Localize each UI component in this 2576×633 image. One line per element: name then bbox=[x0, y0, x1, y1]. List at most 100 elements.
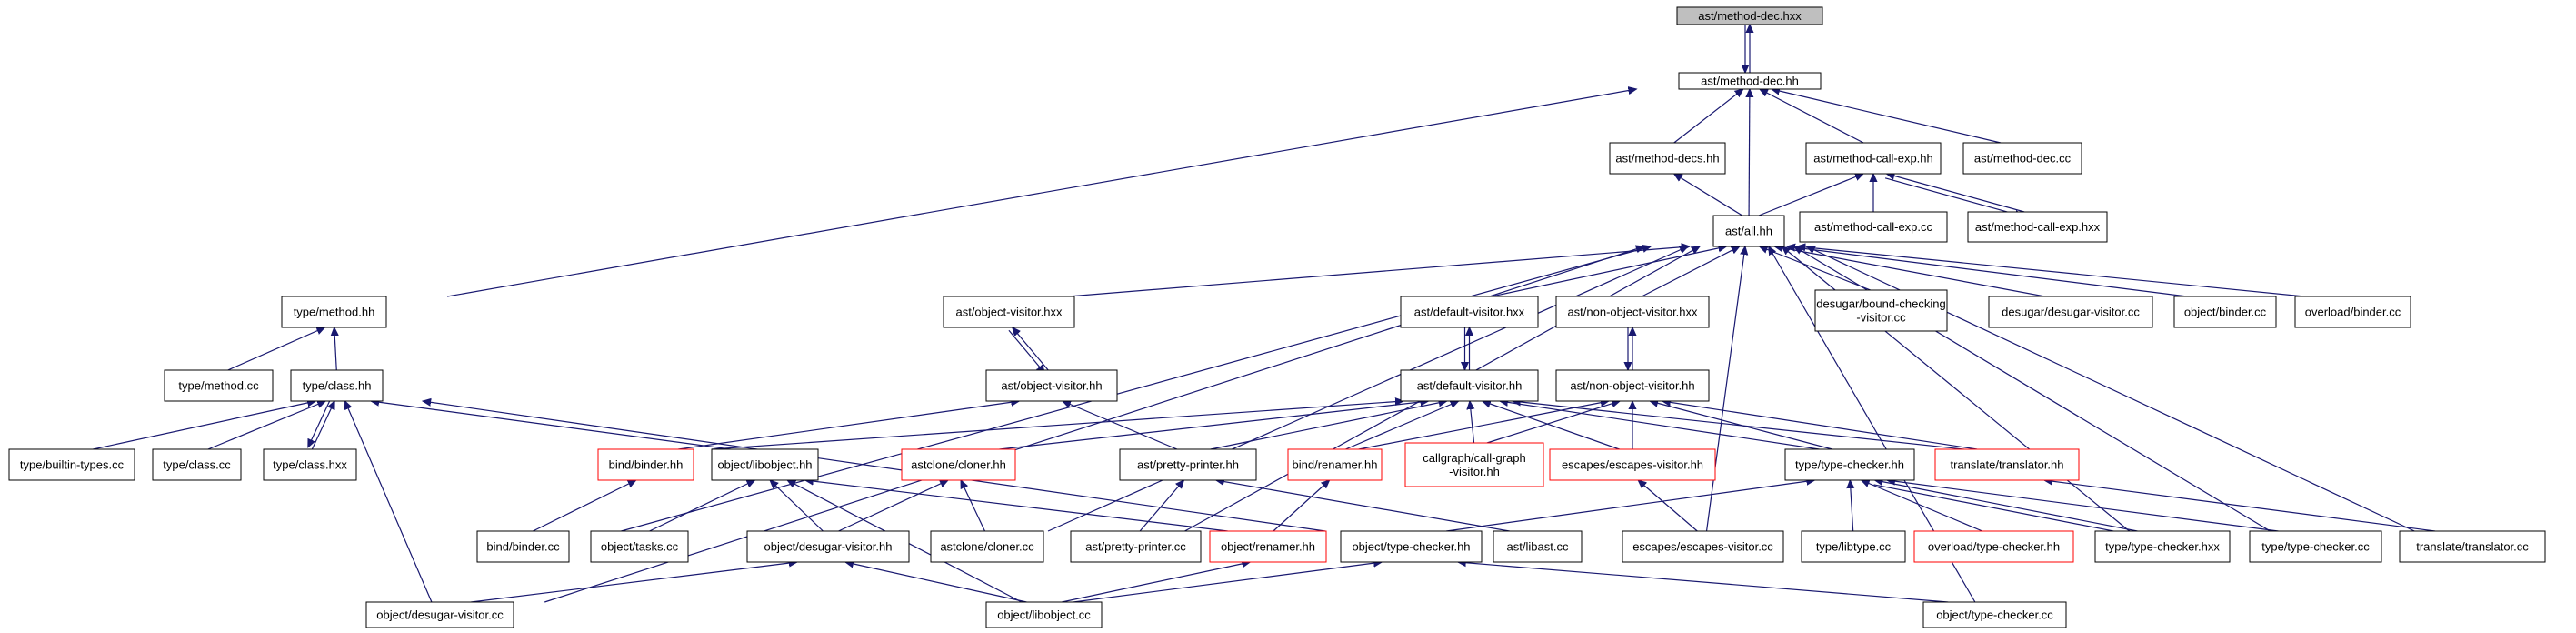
node-box bbox=[2094, 530, 2231, 563]
node-label: type/libtype.cc bbox=[1816, 540, 1892, 554]
node-label: ast/default-visitor.hh bbox=[1417, 379, 1523, 393]
node-label: ast/pretty-printer.hh bbox=[1137, 458, 1239, 472]
edge-type-type-checker-cc-to-type-type-checker-hh bbox=[1887, 480, 2279, 532]
node-type-class-hh[interactable]: type/class.hh bbox=[290, 369, 384, 402]
node-box bbox=[290, 369, 384, 402]
edge-all-hh-to-method-call-exp-hh bbox=[1758, 174, 1863, 216]
node-label: ast/default-visitor.hxx bbox=[1414, 306, 1525, 319]
node-type-method-hh[interactable]: type/method.hh bbox=[281, 296, 387, 328]
node-type-type-checker-hh[interactable]: type/type-checker.hh bbox=[1784, 448, 1915, 481]
node-box bbox=[8, 448, 135, 481]
edge-method-call-exp-hxx-to-method-call-exp-hh bbox=[1886, 174, 2025, 213]
node-box bbox=[901, 448, 1016, 481]
node-object-desugar-visitor-cc[interactable]: object/desugar-visitor.cc bbox=[365, 601, 514, 628]
node-escapes-cc[interactable]: escapes/escapes-visitor.cc bbox=[1622, 530, 1784, 563]
edge-bind-renamer-hh-to-ast-non-object-visitor-hh bbox=[1358, 401, 1609, 450]
edge-object-desugar-visitor-cc-to-object-desugar-visitor-hh bbox=[471, 562, 797, 603]
node-bind-renamer-hh[interactable]: bind/renamer.hh bbox=[1287, 448, 1383, 481]
node-label: overload/type-checker.hh bbox=[1928, 540, 2060, 554]
node-label: desugar/desugar-visitor.cc bbox=[2002, 306, 2140, 319]
node-ast-object-visitor-hxx[interactable]: ast/object-visitor.hxx bbox=[943, 296, 1075, 328]
node-object-binder-cc[interactable]: object/binder.cc bbox=[2173, 296, 2277, 328]
node-type-method-cc[interactable]: type/method.cc bbox=[164, 369, 274, 402]
node-desugar-desugar-visitor-cc[interactable]: desugar/desugar-visitor.cc bbox=[1988, 296, 2153, 328]
node-ast-object-visitor-hh[interactable]: ast/object-visitor.hh bbox=[985, 369, 1118, 402]
node-label: type/method.hh bbox=[294, 306, 375, 319]
node-label: ast/method-call-exp.cc bbox=[1814, 220, 1933, 234]
node-method-call-exp-hxx[interactable]: ast/method-call-exp.hxx bbox=[1967, 211, 2108, 243]
node-label: type/class.cc bbox=[163, 458, 231, 472]
node-object-desugar-visitor-hh[interactable]: object/desugar-visitor.hh bbox=[746, 530, 910, 563]
node-type-class-hxx[interactable]: type/class.hxx bbox=[263, 448, 357, 481]
node-method-call-exp-hh[interactable]: ast/method-call-exp.hh bbox=[1805, 142, 1942, 175]
node-box bbox=[2399, 530, 2546, 563]
node-label: object/libobject.hh bbox=[717, 458, 812, 472]
node-method-decs-hh[interactable]: ast/method-decs.hh bbox=[1609, 142, 1726, 175]
node-type-builtin-types-cc[interactable]: type/builtin-types.cc bbox=[8, 448, 135, 481]
node-ast-non-object-visitor-hxx[interactable]: ast/non-object-visitor.hxx bbox=[1555, 296, 1710, 328]
node-ast-pretty-printer-hh[interactable]: ast/pretty-printer.hh bbox=[1119, 448, 1257, 481]
node-box bbox=[985, 601, 1103, 628]
node-method-dec-hh[interactable]: ast/method-dec.hh bbox=[1678, 72, 1822, 90]
node-box bbox=[263, 448, 357, 481]
edge-translate-translator-hh-to-ast-non-object-visitor-hh bbox=[1662, 401, 1978, 450]
node-ast-pretty-printer-cc[interactable]: ast/pretty-printer.cc bbox=[1070, 530, 1202, 563]
node-ast-default-visitor-hxx[interactable]: ast/default-visitor.hxx bbox=[1400, 296, 1539, 328]
node-box bbox=[1988, 296, 2153, 328]
node-box bbox=[1404, 442, 1544, 487]
node-object-renamer-hh[interactable]: object/renamer.hh bbox=[1209, 530, 1327, 563]
node-overload-type-checker-hh[interactable]: overload/type-checker.hh bbox=[1913, 530, 2074, 563]
node-astclone-cloner-cc[interactable]: astclone/cloner.cc bbox=[930, 530, 1044, 563]
node-type-libtype-cc[interactable]: type/libtype.cc bbox=[1801, 530, 1906, 563]
node-object-libobject-hh[interactable]: object/libobject.hh bbox=[711, 448, 819, 481]
node-method-dec-cc[interactable]: ast/method-dec.cc bbox=[1962, 142, 2082, 175]
node-object-tasks-cc[interactable]: object/tasks.cc bbox=[590, 530, 689, 563]
node-label: ast/method-decs.hh bbox=[1615, 152, 1719, 166]
edge-type-type-checker-hh-to-ast-default-visitor-hh bbox=[1500, 401, 1820, 450]
edge-all-hh-to-method-dec-hh bbox=[1749, 89, 1750, 216]
node-translate-translator-hh[interactable]: translate/translator.hh bbox=[1934, 448, 2080, 481]
node-bind-binder-cc[interactable]: bind/binder.cc bbox=[476, 530, 570, 563]
node-box bbox=[2294, 296, 2411, 328]
node-object-type-checker-cc[interactable]: object/type-checker.cc bbox=[1922, 601, 2067, 628]
node-label: object/type-checker.hh bbox=[1352, 540, 1470, 554]
node-overload-binder-cc[interactable]: overload/binder.cc bbox=[2294, 296, 2411, 328]
edge-type-class-hxx-to-type-class-hh bbox=[311, 401, 335, 450]
edge-bind-binder-hh-to-ast-object-visitor-hh bbox=[678, 401, 1019, 450]
node-ast-non-object-visitor-hh[interactable]: ast/non-object-visitor.hh bbox=[1555, 369, 1710, 402]
node-bind-binder-hh[interactable]: bind/binder.hh bbox=[597, 448, 694, 481]
node-label: bind/binder.cc bbox=[486, 540, 560, 554]
node-label: type/type-checker.hxx bbox=[2105, 540, 2220, 554]
node-type-type-checker-hxx[interactable]: type/type-checker.hxx bbox=[2094, 530, 2231, 563]
node-ast-libast-cc[interactable]: ast/libast.cc bbox=[1493, 530, 1583, 563]
node-label: type/class.hxx bbox=[273, 458, 347, 472]
node-label: desugar/bound-checking bbox=[1816, 297, 1945, 311]
node-type-class-cc[interactable]: type/class.cc bbox=[152, 448, 242, 481]
edge-type-class-cc-to-type-class-hh bbox=[207, 401, 325, 450]
edge-method-call-exp-hh-to-method-call-exp-hxx bbox=[1884, 177, 2023, 216]
node-box bbox=[476, 530, 570, 563]
node-callgraph-hh[interactable]: callgraph/call-graph-visitor.hh bbox=[1404, 442, 1544, 487]
node-label: type/method.cc bbox=[178, 379, 259, 393]
node-object-libobject-cc[interactable]: object/libobject.cc bbox=[985, 601, 1103, 628]
edge-ast-pretty-printer-hh-to-ast-object-visitor-hh bbox=[1063, 401, 1178, 450]
node-box bbox=[590, 530, 689, 563]
node-method-call-exp-cc[interactable]: ast/method-call-exp.cc bbox=[1799, 211, 1948, 243]
edge-object-tasks-cc-to-object-libobject-hh bbox=[649, 479, 755, 532]
node-escapes-hh[interactable]: escapes/escapes-visitor.hh bbox=[1549, 448, 1716, 481]
node-object-type-checker-hh[interactable]: object/type-checker.hh bbox=[1340, 530, 1483, 563]
node-ast-default-visitor-hh[interactable]: ast/default-visitor.hh bbox=[1400, 369, 1539, 402]
node-type-type-checker-cc[interactable]: type/type-checker.cc bbox=[2249, 530, 2382, 563]
node-astclone-cloner-hh[interactable]: astclone/cloner.hh bbox=[901, 448, 1016, 481]
node-box bbox=[943, 296, 1075, 328]
edge-translate-translator-hh-to-ast-default-visitor-hh bbox=[1513, 401, 1964, 450]
node-label: type/builtin-types.cc bbox=[20, 458, 125, 472]
node-desugar-bound[interactable]: desugar/bound-checking-visitor.cc bbox=[1814, 289, 1948, 332]
edge-ast-non-object-visitor-hxx-to-all-hh bbox=[1641, 246, 1740, 297]
edge-callgraph-hh-to-ast-default-visitor-hh bbox=[1470, 401, 1474, 444]
node-all-hh[interactable]: ast/all.hh bbox=[1712, 215, 1785, 247]
node-box bbox=[597, 448, 694, 481]
node-translate-translator-cc[interactable]: translate/translator.cc bbox=[2399, 530, 2546, 563]
edge-type-type-checker-hxx-to-type-type-checker-hh bbox=[1875, 480, 2138, 532]
edge-translate-translator-cc-to-translate-translator-hh bbox=[2044, 480, 2436, 532]
